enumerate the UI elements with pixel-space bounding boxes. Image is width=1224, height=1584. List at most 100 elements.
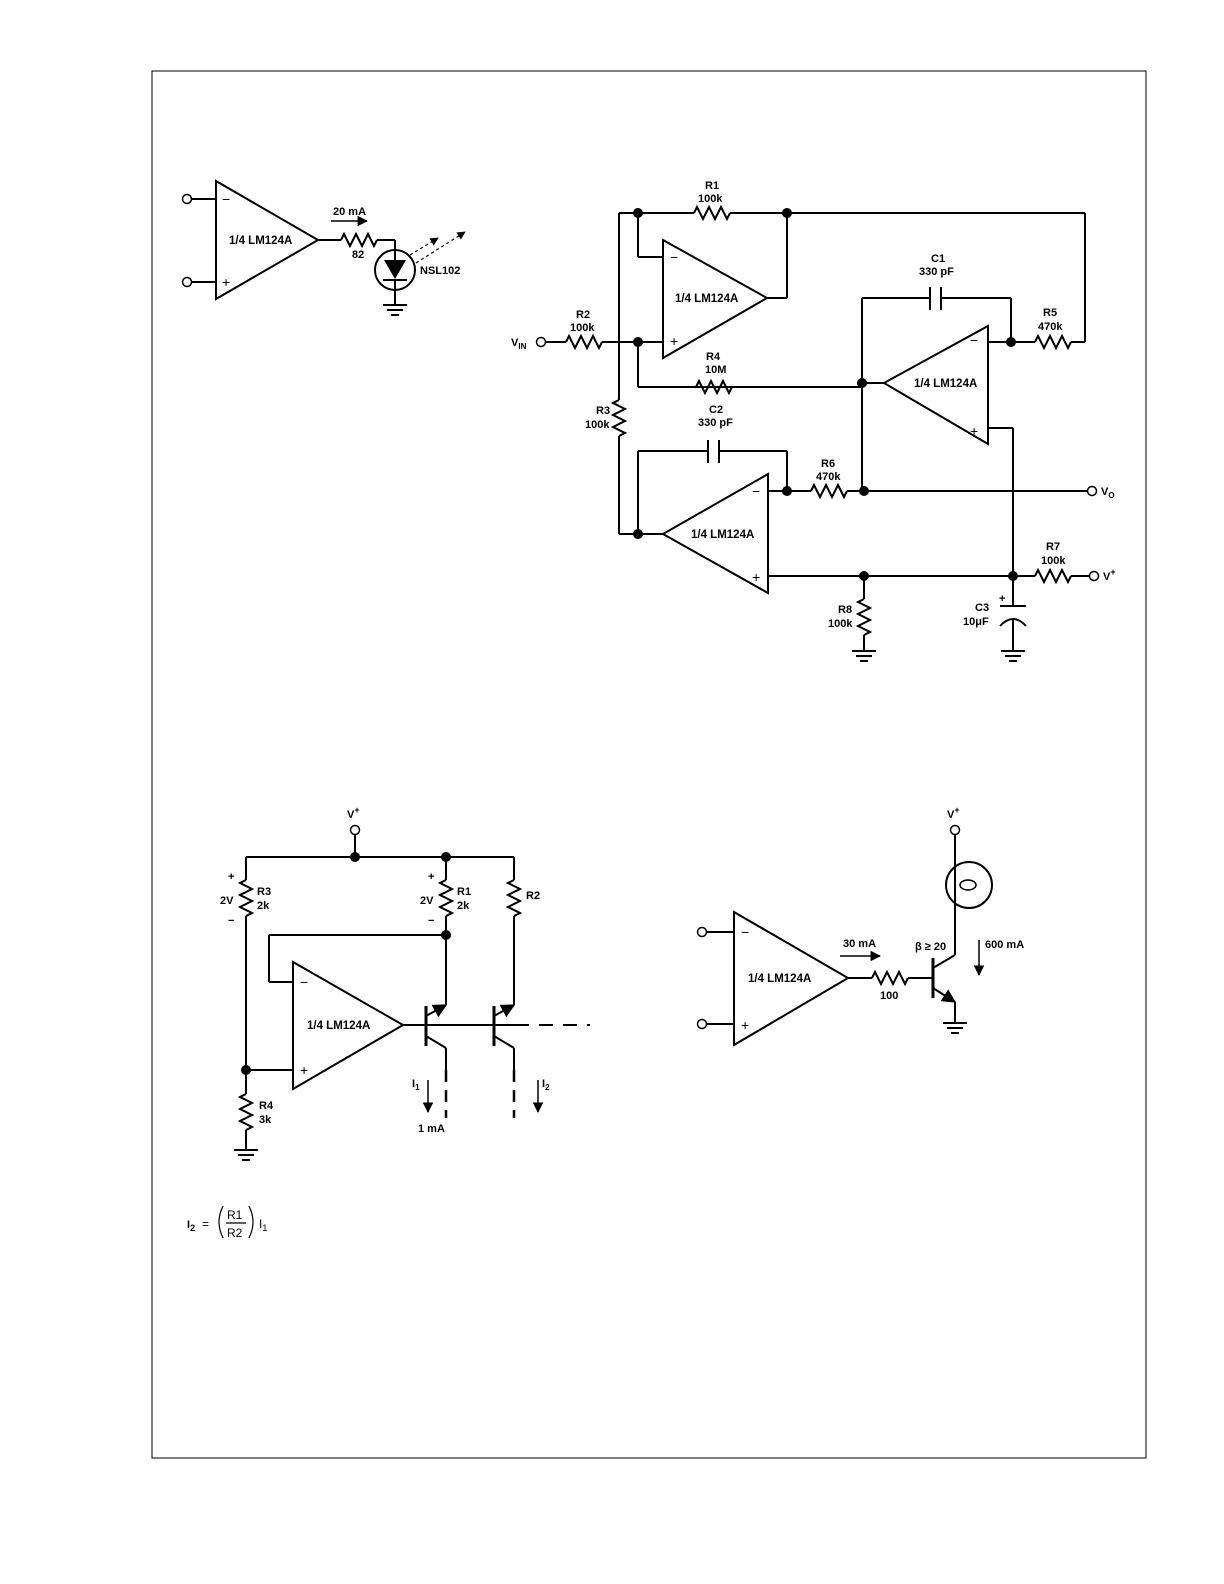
vo-terminal xyxy=(1086,485,1098,497)
vin-terminal xyxy=(535,336,547,348)
r3-value: 100k xyxy=(585,419,610,431)
opamp-b xyxy=(881,324,989,446)
beta-label: β ≥ 20 xyxy=(915,941,946,953)
resistor-100 xyxy=(871,969,909,987)
opamp-c xyxy=(660,472,769,595)
r4m-value: 3k xyxy=(259,1114,272,1126)
input-terminal-minus xyxy=(181,193,193,205)
c1-name: C1 xyxy=(931,253,945,265)
r5-name: R5 xyxy=(1043,307,1057,319)
opamp-lamp xyxy=(733,910,850,1047)
r7-value: 100k xyxy=(1041,555,1066,567)
resistor-r4 xyxy=(695,378,733,396)
vo-label: VO xyxy=(1101,486,1115,500)
r2m-name: R2 xyxy=(526,890,540,902)
r4-value: 10M xyxy=(705,364,726,376)
lamp-input-minus-terminal xyxy=(696,926,708,938)
opamp-b-plus: + xyxy=(970,423,978,439)
opamp-a-plus: + xyxy=(670,333,678,349)
opamp-mirror-plus: + xyxy=(300,1062,308,1078)
r1m-name: R1 xyxy=(457,886,471,898)
lamp-bulb-icon xyxy=(945,861,993,909)
r1m-minus: − xyxy=(428,915,434,927)
r3m-plus: + xyxy=(228,871,234,883)
light-ray-icon xyxy=(409,237,439,256)
input-terminal-plus xyxy=(181,276,193,288)
collector-current-label: 600 mA xyxy=(985,939,1024,951)
formula-rhs: I1 xyxy=(259,1217,267,1233)
r8-name: R8 xyxy=(838,604,852,616)
c3-plus: + xyxy=(999,593,1005,605)
r3m-voltage: 2V xyxy=(220,895,234,907)
resistor-r6 xyxy=(810,482,848,500)
resistor-r1-mirror xyxy=(437,879,455,917)
vplus-terminal-mirror xyxy=(349,824,361,836)
vplus-label-mirror: V+ xyxy=(347,805,360,821)
r7-name: R7 xyxy=(1046,541,1060,553)
formula-equals: = xyxy=(202,1217,209,1231)
opamp-lamp-minus: − xyxy=(741,924,749,940)
light-ray-icon-2 xyxy=(415,231,466,264)
r3m-value: 2k xyxy=(257,900,270,912)
r1m-voltage: 2V xyxy=(420,895,434,907)
r4m-name: R4 xyxy=(259,1100,274,1112)
page-border xyxy=(151,70,1147,1459)
r6-value: 470k xyxy=(816,471,841,483)
led-diode-icon xyxy=(384,260,406,279)
r4-name: R4 xyxy=(706,351,721,363)
r1-name: R1 xyxy=(705,180,719,192)
led-part-label: NSL102 xyxy=(420,265,460,277)
resistor-82-label: 82 xyxy=(352,249,364,261)
opamp-c-minus: − xyxy=(752,483,760,499)
r6-name: R6 xyxy=(821,458,835,470)
resistor-r4-mirror xyxy=(237,1093,255,1131)
current-formula: I2 = R1 R2 I1 xyxy=(187,1205,267,1240)
i1-label: I1 xyxy=(412,1078,420,1092)
opamp-1 xyxy=(215,179,320,301)
opamp-lamp-label: 1/4 LM124A xyxy=(748,973,811,985)
resistor-r5 xyxy=(1034,333,1072,351)
vplus-label-lamp: V+ xyxy=(947,805,960,821)
opamp-a-label: 1/4 LM124A xyxy=(675,293,738,305)
i1-value: 1 mA xyxy=(418,1123,445,1135)
resistor-82 xyxy=(340,231,378,249)
r1-value: 100k xyxy=(698,193,723,205)
resistor-r3 xyxy=(610,399,628,437)
vplus-terminal-filter xyxy=(1088,570,1100,582)
r2-name: R2 xyxy=(576,309,590,321)
r3m-name: R3 xyxy=(257,886,271,898)
vplus-label-filter: V+ xyxy=(1103,567,1116,583)
resistor-r2-mirror xyxy=(505,879,523,917)
opamp-mirror xyxy=(292,960,406,1091)
resistor-r2 xyxy=(565,333,603,351)
base-current-label: 30 mA xyxy=(843,938,876,950)
vplus-terminal-lamp xyxy=(949,824,961,836)
opamp-b-minus: − xyxy=(970,332,978,348)
opamp-c-label: 1/4 LM124A xyxy=(691,529,754,541)
opamp-a-minus: − xyxy=(670,249,678,265)
r1m-plus: + xyxy=(428,871,434,883)
r3-name: R3 xyxy=(596,405,610,417)
opamp-lamp-plus: + xyxy=(741,1017,749,1033)
resistor-r7 xyxy=(1034,567,1072,585)
r2-value: 100k xyxy=(570,322,595,334)
resistor-r3-mirror xyxy=(237,879,255,917)
opamp-mirror-label: 1/4 LM124A xyxy=(307,1020,370,1032)
vin-label: VIN xyxy=(511,337,527,351)
lamp-driver-circuit: − + 1/4 LM124A 100 30 mA β ≥ 20 V+ 600 m… xyxy=(696,805,1024,1047)
opamp-a xyxy=(662,238,770,360)
opamp-1-label: 1/4 LM124A xyxy=(229,235,292,247)
filter-circuit: VIN R2 100k R3 100k R1 100k − + 1/4 xyxy=(511,180,1116,662)
formula-numerator: R1 xyxy=(227,1208,243,1222)
formula-lhs: I2 xyxy=(187,1219,195,1233)
c2-name: C2 xyxy=(709,404,723,416)
resistor-r1 xyxy=(693,204,731,222)
r1m-value: 2k xyxy=(457,900,470,912)
c2-value: 330 pF xyxy=(698,417,733,429)
led-driver-circuit: − + 1/4 LM124A 82 20 mA NSL102 xyxy=(181,179,466,316)
r5-value: 470k xyxy=(1038,321,1063,333)
i2-label: I2 xyxy=(542,1078,550,1092)
c3-value: 10μF xyxy=(963,616,989,628)
r3m-minus: − xyxy=(228,915,234,927)
